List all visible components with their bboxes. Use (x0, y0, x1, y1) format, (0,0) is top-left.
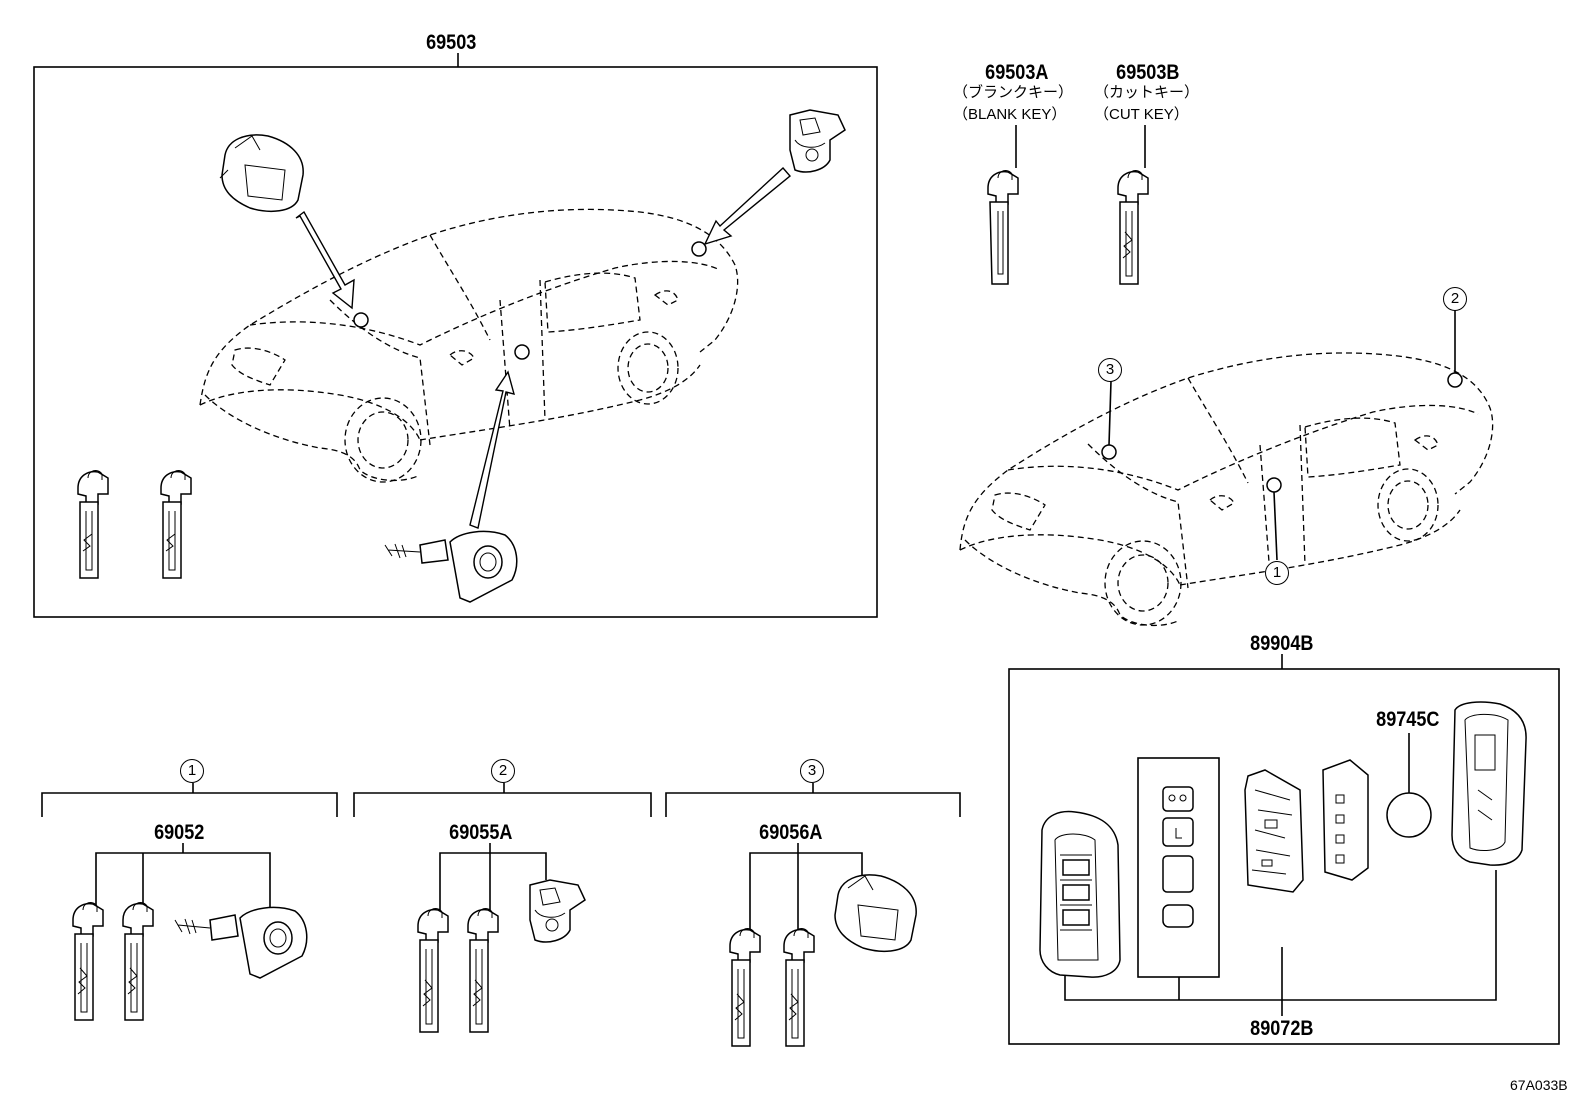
bracket-group-2 (353, 783, 652, 910)
parts-69056A (729, 874, 917, 1047)
part-number-89904B: 89904B (1250, 632, 1314, 655)
part-number-69503: 69503 (426, 31, 477, 54)
marker-1-group: 1 (180, 759, 204, 783)
part-number-89072B: 89072B (1250, 1017, 1314, 1040)
key-blank-69503A (987, 125, 1019, 285)
marker-2-car: 2 (1443, 287, 1467, 311)
lock-cylinder-door (384, 530, 518, 603)
parts-69055A (417, 879, 586, 1033)
lock-cylinder-trunk (789, 109, 846, 173)
part-number-69503A: 69503A (985, 61, 1049, 84)
marker-3-car: 3 (1098, 358, 1122, 382)
car-illustration-right (959, 310, 1494, 627)
car-illustration-left (199, 208, 739, 483)
part-number-89745C: 89745C (1376, 708, 1440, 731)
bracket-group-1 (41, 783, 338, 910)
label-cut-key-en: （CUT KEY） (1094, 106, 1189, 123)
bracket-group-3 (665, 783, 961, 930)
key-cut-69503B (1117, 125, 1149, 285)
arrows-left (295, 166, 792, 529)
part-number-69052: 69052 (154, 821, 205, 844)
marker-1-car: 1 (1265, 561, 1289, 585)
group-box-89904B (1008, 654, 1560, 1045)
part-number-69055A: 69055A (449, 821, 513, 844)
marker-2-group: 2 (491, 759, 515, 783)
part-number-69056A: 69056A (759, 821, 823, 844)
part-number-69503B: 69503B (1116, 61, 1180, 84)
lock-cylinder-hood (219, 134, 304, 213)
parts-69052 (72, 902, 308, 1021)
diagram-code: 67A033B (1510, 1077, 1568, 1093)
label-blank-key-jp: （ブランクキー） (953, 84, 1074, 101)
group-box-69503 (33, 53, 878, 618)
label-cut-key-jp: （カットキー） (1094, 84, 1200, 101)
marker-3-group: 3 (800, 759, 824, 783)
keys-box-left (77, 470, 192, 579)
smart-key-parts (1039, 701, 1527, 978)
label-blank-key-en: （BLANK KEY） (953, 106, 1067, 123)
